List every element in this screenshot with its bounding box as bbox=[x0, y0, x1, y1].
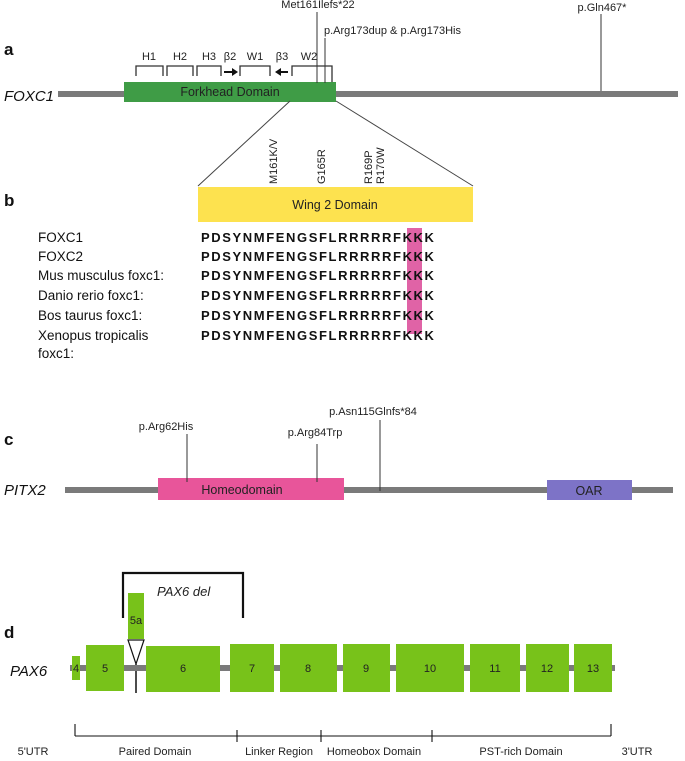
pitx2-mutation-3: p.Asn115Glnfs*84 bbox=[329, 406, 417, 418]
h3-bracket bbox=[196, 65, 222, 76]
homeodomain bbox=[158, 478, 344, 500]
wing2-domain-label: Wing 2 Domain bbox=[292, 198, 377, 212]
panel-a-label: a bbox=[4, 40, 14, 59]
beta2-label: β2 bbox=[224, 51, 236, 63]
species-danio-rerio: Danio rerio foxc1: bbox=[38, 288, 144, 303]
exon-12 bbox=[526, 644, 569, 692]
beta2-arrow bbox=[224, 68, 238, 76]
foxc1-mutation-2: p.Arg173dup & p.Arg173His bbox=[324, 25, 461, 37]
exon-9 bbox=[343, 644, 390, 692]
exon-5a bbox=[128, 593, 144, 639]
homeodomain-label: Homeodomain bbox=[201, 483, 282, 497]
exon-5a-insertion-triangle bbox=[127, 639, 145, 666]
zoom-line-right bbox=[335, 100, 474, 187]
panel-b-label: b bbox=[4, 191, 14, 210]
utr3-label: 3'UTR bbox=[622, 746, 653, 758]
region-homeobox: Homeobox Domain bbox=[327, 746, 421, 758]
exon-5a-label: 5a bbox=[130, 615, 143, 627]
pax6-gene-label: PAX6 bbox=[10, 663, 48, 680]
exon-5-label: 5 bbox=[102, 663, 108, 675]
exon-7 bbox=[230, 644, 274, 692]
foxc1-gene-label: FOXC1 bbox=[4, 88, 54, 105]
species-mus-musculus: Mus musculus foxc1: bbox=[38, 268, 164, 283]
exon-8 bbox=[280, 644, 337, 692]
sequence-bos-taurus: PDSYNMFENGSFLRRRRRFKKK bbox=[201, 308, 436, 323]
utr5-label: 5'UTR bbox=[18, 746, 49, 758]
pax6-backbone bbox=[70, 665, 615, 671]
species-bos-taurus: Bos taurus foxc1: bbox=[38, 308, 142, 323]
exon-4-label: 4 bbox=[73, 663, 79, 675]
h2-bracket bbox=[166, 65, 194, 76]
exon-4 bbox=[72, 656, 80, 680]
exon-7-label: 7 bbox=[249, 663, 255, 675]
wing-w2-label: W2 bbox=[301, 51, 318, 63]
wing-w1-label: W1 bbox=[247, 51, 264, 63]
species-foxc1: FOXC1 bbox=[38, 230, 83, 245]
forkhead-domain bbox=[124, 82, 336, 102]
exon-10-label: 10 bbox=[424, 663, 436, 675]
region-paired: Paired Domain bbox=[119, 746, 192, 758]
sequence-mus-musculus: PDSYNMFENGSFLRRRRRFKKK bbox=[201, 268, 436, 283]
forkhead-domain-label: Forkhead Domain bbox=[180, 85, 279, 99]
helix-h1-label: H1 bbox=[142, 51, 156, 63]
foxc1-mutation-1: Met161Ilefs*22 bbox=[281, 0, 354, 11]
wing2-mutation-g165: G165R bbox=[316, 149, 328, 184]
pax6-deletion-label: PAX6 del bbox=[157, 584, 211, 599]
panel-c-label: c bbox=[4, 430, 13, 449]
exon-13-label: 13 bbox=[587, 663, 599, 675]
w1-bracket bbox=[239, 65, 271, 76]
species-foxc2: FOXC2 bbox=[38, 249, 83, 264]
wing2-mutation-r169: R169P bbox=[363, 150, 375, 184]
exon-6 bbox=[146, 646, 220, 692]
panel-d-label: d bbox=[4, 623, 14, 642]
foxc1-backbone bbox=[58, 91, 678, 97]
pax6-deletion-bracket bbox=[121, 571, 245, 618]
sequence-danio-rerio: PDSYNMFENGSFLRRRRRFKKK bbox=[201, 288, 436, 303]
beta3-label: β3 bbox=[276, 51, 288, 63]
exon-11-label: 11 bbox=[489, 663, 500, 675]
conserved-residue-highlight bbox=[407, 228, 422, 334]
exon-9-label: 9 bbox=[363, 663, 369, 675]
helix-h2-label: H2 bbox=[173, 51, 187, 63]
exon-12-label: 12 bbox=[541, 663, 553, 675]
sequence-xenopus: PDSYNMFENGSFLRRRRRFKKK bbox=[201, 328, 436, 343]
helix-h3-label: H3 bbox=[202, 51, 216, 63]
species-xenopus-cont: foxc1: bbox=[38, 346, 74, 361]
pitx2-gene-label: PITX2 bbox=[4, 482, 46, 499]
wing2-mutation-r170: R170W bbox=[375, 147, 387, 184]
region-linker: Linker Region bbox=[245, 746, 313, 758]
oar-domain-label: OAR bbox=[575, 484, 602, 498]
pax6-region-scale bbox=[74, 724, 612, 742]
exon-6-label: 6 bbox=[180, 663, 186, 675]
exon-11 bbox=[470, 644, 520, 692]
wing2-domain bbox=[198, 187, 473, 222]
w2-bracket bbox=[291, 65, 333, 82]
pitx2-backbone bbox=[65, 487, 673, 493]
pitx2-mutation-1: p.Arg62His bbox=[139, 421, 194, 433]
beta3-arrow bbox=[275, 68, 288, 76]
sequence-foxc2: PDSYNMFENGSFLRRRRRFKKK bbox=[201, 249, 436, 264]
pitx2-mutation-2: p.Arg84Trp bbox=[288, 427, 343, 439]
zoom-line-left bbox=[197, 100, 291, 187]
exon-5 bbox=[86, 645, 124, 691]
exon-13 bbox=[574, 644, 612, 692]
secondary-structure-brackets bbox=[135, 65, 333, 82]
h1-bracket bbox=[135, 65, 164, 76]
wing2-mutation-labels: M161K/V G165R R169P R170W bbox=[268, 138, 387, 184]
foxc1-mutation-3: p.Gln467* bbox=[578, 2, 628, 14]
species-xenopus: Xenopus tropicalis bbox=[38, 328, 149, 343]
exon-8-label: 8 bbox=[305, 663, 311, 675]
oar-domain bbox=[547, 480, 632, 500]
region-pst: PST-rich Domain bbox=[479, 746, 562, 758]
exon-10 bbox=[396, 644, 464, 692]
wing2-mutation-m161: M161K/V bbox=[268, 138, 280, 184]
sequence-foxc1: PDSYNMFENGSFLRRRRRFKKK bbox=[201, 230, 436, 245]
